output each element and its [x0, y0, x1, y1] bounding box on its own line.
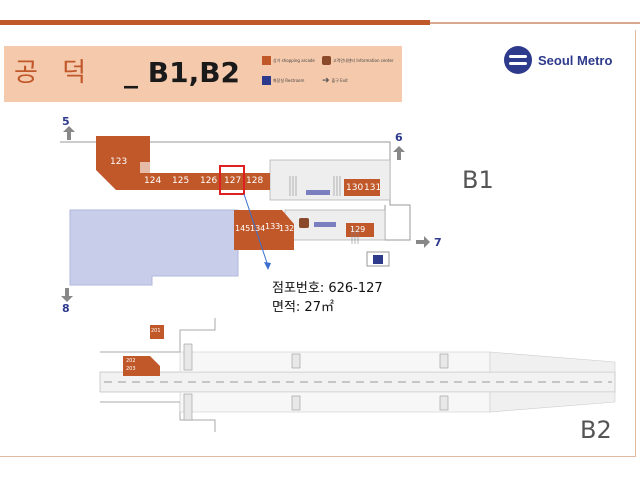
exit-label-8: 8 [62, 302, 70, 315]
exit-6-arrow-icon [393, 146, 405, 160]
legend-label-shopping: 상가 shopping arcade [273, 57, 315, 63]
exit-label-5: 5 [62, 115, 70, 128]
legend-label-exit: 출구 Exit [331, 78, 348, 83]
exit-label-6: 6 [395, 131, 403, 144]
top-accent-bar [0, 20, 430, 25]
information-center-icon [322, 56, 331, 65]
store-label-202: 202 [126, 358, 136, 364]
b1-platform-area [69, 209, 239, 286]
legend-item-info: 고객안내센터 Information center [322, 56, 394, 65]
store-label-131: 131 [364, 183, 382, 193]
b2-outline [100, 318, 216, 432]
store-201 [150, 325, 164, 339]
store-label-123: 123 [110, 157, 128, 167]
top-accent-line [430, 22, 640, 24]
store-label-127: 127 [224, 176, 242, 186]
seoul-metro-logo: Seoul Metro [504, 46, 612, 74]
store-label-203: 203 [126, 366, 136, 372]
frame-bottom-border [0, 456, 636, 457]
legend-label-info: 고객안내센터 Information center [333, 57, 394, 63]
store-block-202-203 [123, 356, 160, 376]
store-label-133: 133 [265, 222, 281, 231]
store-number-text: 점포번호: 626-127 [272, 281, 383, 296]
store-block-notch [140, 162, 150, 173]
legend-item-exit: ➜ 출구 Exit [322, 76, 348, 86]
store-block-123-128 [96, 136, 270, 190]
pointer-line [243, 193, 269, 267]
shopping-arcade-icon [262, 56, 271, 65]
store-area-text: 면적: 27㎡ [272, 300, 334, 315]
exit-7-arrow-icon [416, 236, 430, 248]
exit-8-arrow-icon [61, 288, 73, 302]
store-label-145: 145 [235, 224, 251, 233]
level-b1-label: B1 [462, 166, 494, 194]
legend: 상가 shopping arcade 고객안내센터 Information ce… [262, 54, 402, 98]
legend-item-shopping: 상가 shopping arcade [262, 56, 315, 65]
b2-stair-blocks [183, 343, 449, 421]
store-label-124: 124 [144, 176, 162, 186]
information-center-icon [299, 218, 309, 228]
legend-item-restroom: 화장실 Restroom [262, 76, 304, 85]
b2-platform-ends [489, 351, 616, 413]
station-name: 공 덕 [14, 58, 95, 88]
store-label-125: 125 [172, 176, 190, 186]
restroom-icon [373, 255, 383, 264]
store-label-128: 128 [246, 176, 264, 186]
store-label-129: 129 [350, 225, 366, 234]
highlighted-store-127[interactable] [219, 165, 245, 195]
store-label-126: 126 [200, 176, 218, 186]
logo-text: Seoul Metro [538, 52, 613, 68]
level-b2-label: B2 [580, 416, 612, 444]
level-label: _ B1,B2 [124, 56, 241, 89]
store-129 [346, 223, 374, 237]
store-label-132: 132 [279, 224, 295, 233]
store-label-130: 130 [346, 183, 364, 193]
stairs-b1 [289, 176, 359, 244]
store-block-130-131 [344, 179, 380, 196]
legend-label-restroom: 화장실 Restroom [273, 77, 305, 83]
store-block-132-145 [234, 210, 294, 250]
restroom-icon [262, 76, 271, 85]
exit-label-7: 7 [434, 236, 442, 249]
exit-5-arrow-icon [63, 126, 75, 140]
header-banner: 공 덕 _ B1,B2 상가 shopping arcade 고객안내센터 In… [4, 46, 402, 102]
seoul-metro-logo-icon [504, 46, 532, 74]
store-label-134: 134 [250, 224, 266, 233]
escalator-stripes-b1 [306, 190, 336, 227]
pointer-arrowhead [264, 262, 271, 270]
store-label-201: 201 [151, 328, 161, 334]
exit-arrow-icon: ➜ [322, 76, 330, 86]
frame-right-border [635, 30, 636, 456]
